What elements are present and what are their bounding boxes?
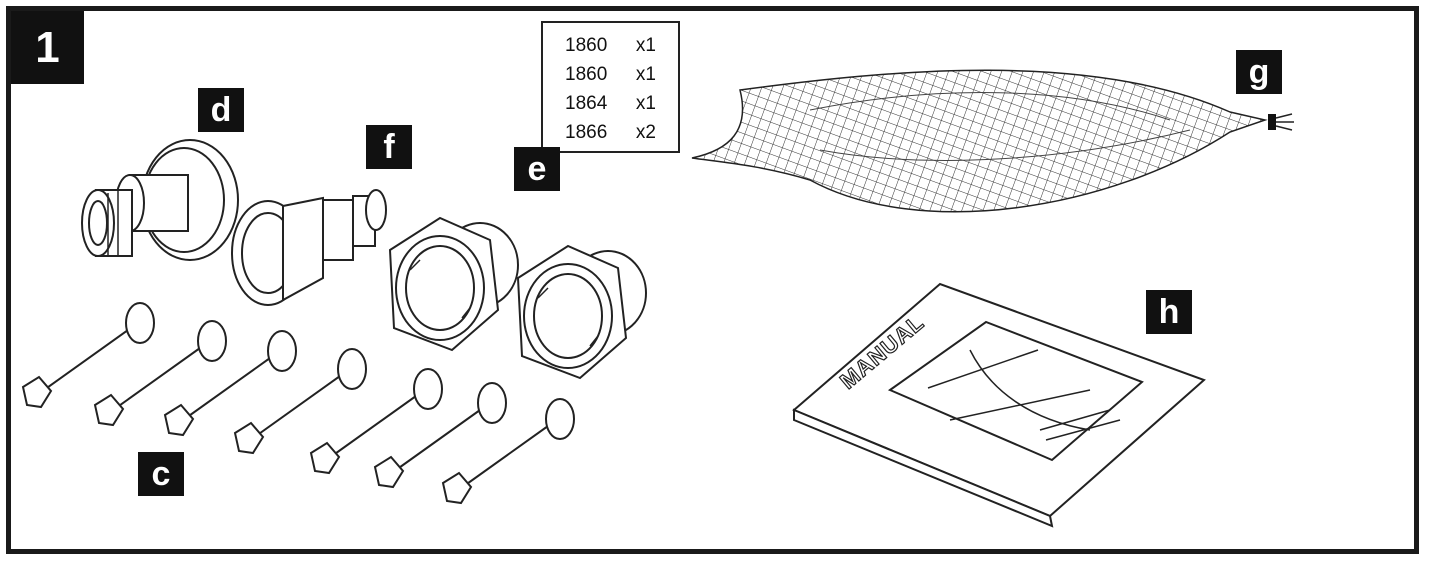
label-g: g <box>1236 50 1282 94</box>
part-d-strainer-connector <box>81 139 239 261</box>
part-qty: x2 <box>635 121 656 143</box>
label-e: e <box>514 147 560 191</box>
part-qty: x1 <box>635 34 656 56</box>
part-h-manual: MANUAL <box>792 282 1206 528</box>
part-code: 1860 <box>565 34 608 56</box>
part-e-fitting-1 <box>388 216 519 352</box>
quantity-row: 1860 x1 <box>543 60 678 89</box>
label-h: h <box>1146 290 1192 334</box>
label-d: d <box>198 88 244 132</box>
part-e-fitting-2 <box>516 244 647 380</box>
peg-3 <box>163 330 297 437</box>
part-quantity-table: 1860 x1 1860 x1 1864 x1 1866 x2 <box>541 21 680 153</box>
step-number-badge: 1 <box>11 11 84 84</box>
peg-7 <box>441 398 575 505</box>
peg-2 <box>93 320 227 427</box>
part-code: 1866 <box>565 121 608 143</box>
part-f-hose-adaptor <box>231 189 387 306</box>
part-qty: x1 <box>635 92 656 114</box>
peg-4 <box>233 348 367 455</box>
peg-1 <box>21 302 155 409</box>
part-qty: x1 <box>635 63 656 85</box>
part-c-pegs <box>21 302 575 505</box>
label-f: f <box>366 125 412 169</box>
part-code: 1860 <box>565 63 608 85</box>
part-code: 1864 <box>565 92 608 114</box>
diagram-frame <box>6 6 1419 554</box>
peg-5 <box>309 368 443 475</box>
part-g-net-bag <box>691 69 1294 213</box>
quantity-row: 1864 x1 <box>543 89 678 118</box>
quantity-row: 1866 x2 <box>543 118 678 147</box>
peg-6 <box>373 382 507 489</box>
label-c: c <box>138 452 184 496</box>
quantity-row: 1860 x1 <box>543 31 678 60</box>
